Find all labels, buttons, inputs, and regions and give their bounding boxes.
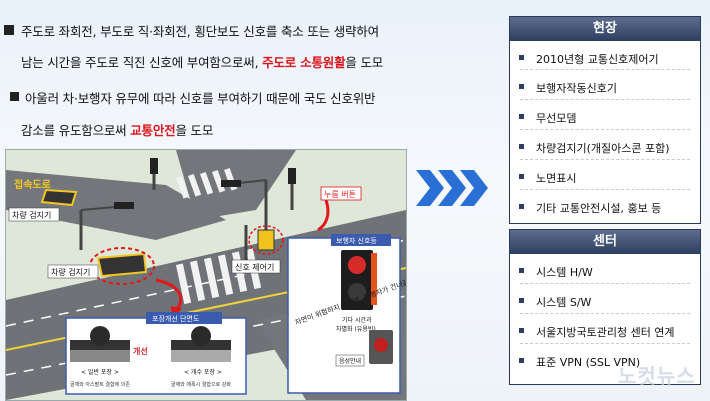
label-minor-road: 접속도로 xyxy=(14,179,51,191)
traffic-light-1 xyxy=(114,202,134,209)
pavement-section-panel: 포장개선 단면도 개선 < 일반 포장 > < 개수 포장 > 골재와 아스팔트… xyxy=(65,312,247,395)
pedestrian-signal-panel: 보행자 신호등 기다 시간과 차별화 (유용빈) 음성안내 자연이 위험하지 않… xyxy=(287,234,406,394)
bullet-1-line-2: 남는 시간을 주도로 직진 신호에 부여함으로써, 주도로 소통원활을 도모 xyxy=(21,55,384,70)
center-panel: 센터 시스템 H/W 시스템 S/W 서울지방국토관리청 센터 연계 표준 VP… xyxy=(509,229,701,385)
label-waiting-time: 기다 시간과 xyxy=(342,316,372,324)
site-panel-title: 현장 xyxy=(510,17,700,41)
label-before: < 일반 포장 > xyxy=(81,368,119,376)
chevron-arrows-icon xyxy=(416,170,488,206)
label-push-button: 누름 버튼 xyxy=(324,189,356,199)
bullet-square-icon xyxy=(519,204,524,209)
bullet-square-icon xyxy=(519,328,524,333)
bullet-square-icon xyxy=(519,55,524,60)
bullet-1-line-1: 주도로 좌회전, 부도로 직·좌회전, 횡단보도 신호를 축소 또는 생략하여 xyxy=(21,24,379,39)
site-panel: 현장 2010년형 교통신호제어기 보행자작동신호기 무선모뎀 차량검지기(개질… xyxy=(509,16,701,224)
signal-controller-box xyxy=(257,229,275,251)
bullet-square-icon xyxy=(519,144,524,149)
bullet-square-icon xyxy=(519,84,524,89)
traffic-light-3 xyxy=(221,180,241,187)
bullet-square-icon xyxy=(519,268,524,273)
description-block: 주도로 좌회전, 부도로 직·좌회전, 횡단보도 신호를 축소 또는 생략하여 … xyxy=(0,0,400,150)
label-audio-guide: 음성안내 xyxy=(339,357,361,365)
bullet-square-icon xyxy=(519,114,524,119)
label-ped-signal-title: 보행자 신호등 xyxy=(336,236,377,245)
label-improve: 개선 xyxy=(133,346,148,356)
vehicle-detector-loop-1 xyxy=(40,188,78,207)
bullet-square-icon xyxy=(519,174,524,179)
label-signal-controller: 신호 제어기 xyxy=(235,262,274,272)
label-after: < 개수 포장 > xyxy=(184,368,222,376)
watermark-logo: 노컷뉴스 xyxy=(618,364,696,388)
label-pavement-title: 포장개선 단면도 xyxy=(152,314,200,323)
vehicle-detector-loop-2 xyxy=(96,252,148,278)
bullet-square-icon xyxy=(4,25,14,35)
label-before-desc: 골재와 아스팔트 결합에 의존 xyxy=(70,381,130,388)
label-vehicle-detector-1: 차량 검지기 xyxy=(12,210,51,220)
bullet-2-line-2: 감소를 유도함으로써 교통안전을 도모 xyxy=(21,123,214,138)
traffic-light-2 xyxy=(150,158,158,174)
bullet-square-icon xyxy=(10,92,19,101)
bullet-2-line-1: 아울러 차·보행자 유무에 따라 신호를 부여하기 때문에 국도 신호위반 xyxy=(25,91,376,106)
bullet-square-icon xyxy=(519,298,524,303)
label-vehicle-detector-2: 차량 검지기 xyxy=(51,267,90,277)
intersection-diagram: 접속도로 차량 검지기 차량 검지기 신호 제어기 누름 버튼 보행자 신호등 … xyxy=(5,149,407,401)
center-panel-title: 센터 xyxy=(510,230,700,254)
highlight-traffic-safety: 교통안전 xyxy=(130,123,176,138)
label-waiting-time-2: 차별화 (유용빈) xyxy=(336,325,376,333)
bullet-square-icon xyxy=(519,358,524,363)
label-after-desc: 골재와 에폭시 결합으로 강화 xyxy=(171,381,231,388)
highlight-traffic-flow: 주도로 소통원활 xyxy=(262,55,346,70)
